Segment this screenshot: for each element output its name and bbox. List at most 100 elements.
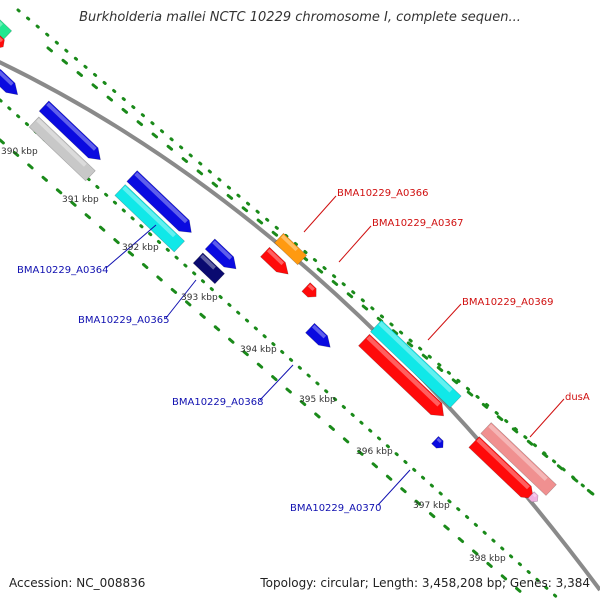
gene-highlight [366, 335, 441, 407]
gene-highlight [212, 240, 233, 260]
tick-label: 398 kbp [469, 554, 506, 564]
gc-dot [475, 394, 480, 399]
gc-dot [242, 350, 249, 357]
gc-dot [136, 120, 144, 127]
gene-label[interactable]: BMA10229_A0365 [78, 315, 169, 326]
gene-highlight [134, 171, 188, 224]
gc-dot [509, 554, 514, 559]
gc-dot [284, 233, 289, 238]
gene-highlight [488, 423, 548, 481]
gene-arrow [431, 435, 444, 449]
gc-dot [256, 362, 264, 369]
gc-dot [84, 213, 91, 220]
gene-arrow [301, 282, 317, 298]
gc-dot [166, 144, 174, 151]
gc-dot [24, 122, 30, 127]
gc-dot [315, 381, 320, 386]
gc-dot [496, 415, 504, 422]
gene-label[interactable]: BMA10229_A0369 [462, 297, 553, 308]
gc-dot [207, 169, 212, 174]
gene-label[interactable]: BMA10229_A0370 [290, 503, 381, 514]
gc-dot [253, 326, 258, 331]
gc-dot [139, 224, 144, 229]
gene-highlight [476, 437, 530, 490]
gene-highlight [0, 37, 4, 43]
gc-dot [359, 420, 364, 425]
gc-dot [16, 114, 21, 119]
gc-dot [446, 370, 451, 375]
gene-body [468, 436, 534, 499]
gene-highlight [200, 254, 216, 270]
gene-label[interactable]: BMA10229_A0368 [172, 397, 263, 408]
gc-dot [188, 153, 193, 158]
gene-label[interactable]: dusA [565, 392, 590, 403]
gc-dot [351, 290, 356, 295]
gc-dot [481, 402, 489, 409]
gc-dot [553, 593, 558, 598]
gc-dot [466, 390, 474, 397]
gc-dot [241, 206, 249, 213]
gene-arrow [38, 100, 101, 161]
gc-dot [244, 318, 250, 323]
gene-arrow [305, 322, 331, 348]
gc-dot [280, 349, 285, 354]
gc-dot [199, 312, 206, 319]
gc-dot [218, 294, 223, 299]
gc-dot [421, 353, 429, 360]
gc-dot [551, 459, 557, 464]
gc-dot [406, 341, 414, 348]
gene-body [274, 232, 308, 266]
gc-dot [54, 40, 59, 45]
gc-dot [368, 428, 373, 433]
gc-dot [312, 258, 318, 263]
topology-info: Topology: circular; Length: 3,458,208 bp… [260, 576, 590, 590]
gc-dot [179, 145, 184, 150]
gc-dot [535, 577, 540, 582]
gc-dot [517, 562, 522, 567]
gene-highlight [46, 102, 97, 151]
gene-label[interactable]: BMA10229_A0367 [372, 218, 463, 229]
gene-body [38, 100, 101, 161]
gc-dot [127, 250, 135, 257]
gc-dot [331, 280, 339, 286]
gene-arrow [0, 35, 5, 49]
gc-dot [98, 225, 106, 232]
gene-body [305, 322, 331, 348]
gene-body [126, 170, 192, 233]
gene-body [431, 435, 444, 449]
gene-body [192, 252, 225, 285]
leader-line [377, 469, 411, 506]
gc-dot [541, 452, 549, 458]
gc-dot [274, 225, 279, 230]
gc-dot [91, 83, 99, 90]
gene-arrow [204, 238, 237, 270]
gc-dot [556, 464, 564, 471]
gene-highlight [307, 284, 315, 291]
gene-label[interactable]: BMA10229_A0366 [337, 188, 428, 199]
gc-dot [472, 549, 479, 556]
gc-dot [83, 64, 88, 69]
gc-dot [376, 436, 382, 441]
gc-dot [196, 169, 204, 176]
gc-dot [342, 437, 350, 444]
gc-dot [228, 337, 235, 344]
gene-highlight [312, 324, 327, 339]
gc-dot [504, 419, 509, 424]
gc-dot [185, 300, 192, 307]
gene-highlight [532, 493, 537, 498]
gene-labels: BMA10229_A0364 BMA10229_A0365 BMA10229_A… [17, 188, 590, 514]
gc-dot [141, 263, 149, 269]
gc-dot [414, 499, 422, 506]
gc-dot [226, 185, 232, 190]
gc-dot [457, 537, 465, 543]
gc-dot [322, 266, 327, 271]
gene-label[interactable]: BMA10229_A0364 [17, 265, 108, 276]
gene-arrow [126, 170, 192, 233]
gc-dot [156, 275, 163, 282]
gc-dot [192, 271, 197, 276]
gc-content-dots [0, 8, 595, 598]
gc-dot [473, 522, 478, 527]
gc-dot [346, 292, 354, 299]
gc-dot [306, 373, 311, 378]
gc-dot [0, 138, 5, 145]
